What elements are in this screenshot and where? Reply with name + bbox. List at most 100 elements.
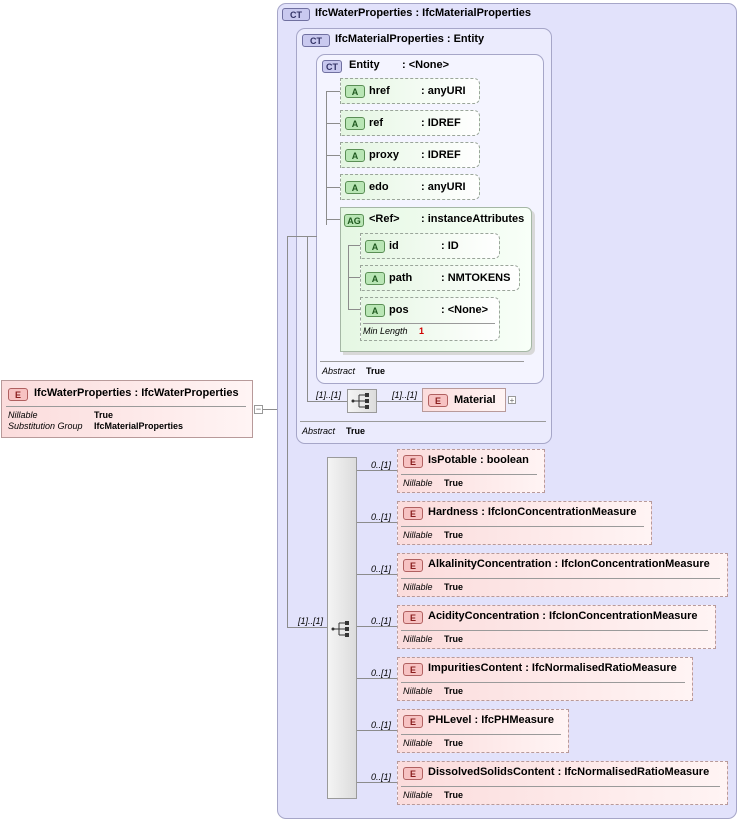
tree-line [287,236,307,237]
element-badge: E [403,663,423,676]
tree-line [326,123,340,124]
divider [320,361,524,362]
nillable-value: True [444,478,464,488]
nillable-label: Nillable [403,478,433,488]
attribute-badge: A [365,304,385,317]
attribute-badge: A [345,181,365,194]
element-badge: E [403,715,423,728]
element-badge: E [428,394,448,407]
element-hardness[interactable]: E Hardness : IfcIonConcentrationMeasure … [397,501,652,545]
element-badge: E [8,388,28,401]
nillable-label: Nillable [403,582,433,592]
element-acidityconcentration[interactable]: E AcidityConcentration : IfcIonConcentra… [397,605,716,649]
attribute-type: : anyURI [421,181,466,193]
complex-type-badge: CT [282,8,310,21]
root-prop-label: Nillable [8,410,38,420]
tree-line [307,401,347,402]
attribute-ref[interactable]: A ref : IDREF [340,110,480,136]
properties-sequence[interactable] [327,457,357,799]
divider [363,323,495,324]
tree-line [348,309,360,310]
tree-line [348,245,360,246]
facet-label: Min Length [363,326,408,336]
tree-line [326,155,340,156]
material-occurrence: [1]..[1] [392,390,418,400]
attribute-name: href [369,85,390,97]
element-badge: E [403,507,423,520]
element-badge: E [403,767,423,780]
root-prop-label: Substitution Group [8,421,83,431]
element-dissolvedsolidscontent[interactable]: E DissolvedSolidsContent : IfcNormalised… [397,761,728,805]
attribute-pos[interactable]: A pos : <None> Min Length 1 [360,297,500,341]
attribute-type: : IDREF [421,117,461,129]
element-type: : IfcIonConcentrationMeasure [481,506,637,518]
element-name: AcidityConcentration [428,610,540,622]
element-badge: E [403,611,423,624]
element-type: : boolean [479,454,529,466]
attribute-path[interactable]: A path : NMTOKENS [360,265,520,291]
root-prop-value: True [94,410,114,420]
root-element-name: IfcWaterProperties [34,387,132,399]
nillable-value: True [444,790,464,800]
sequence-occurrence: [1]..[1] [298,616,324,626]
tree-line [326,91,327,225]
divider [401,578,720,579]
connector-line [263,409,287,410]
nillable-label: Nillable [403,634,433,644]
attribute-type: : NMTOKENS [441,272,511,284]
divider [401,682,685,683]
attribute-group-type: : instanceAttributes [421,213,525,225]
attribute-href[interactable]: A href : anyURI [340,78,480,104]
facet-value: 1 [419,326,425,336]
complex-type-badge: CT [302,34,330,47]
element-occurrence: 0..[1] [371,512,392,522]
nillable-value: True [444,634,464,644]
element-impuritiescontent[interactable]: E ImpuritiesContent : IfcNormalisedRatio… [397,657,693,701]
attribute-type: : <None> [441,304,489,316]
nillable-value: True [444,530,464,540]
element-material[interactable]: E Material [422,388,506,412]
element-type: : IfcIonConcentrationMeasure [554,558,710,570]
tree-line [357,470,397,471]
attribute-name: pos [389,304,409,316]
attribute-group-name: <Ref> [369,213,400,225]
element-ispotable[interactable]: E IsPotable : boolean Nillable True [397,449,545,493]
element-phlevel[interactable]: E PHLevel : IfcPHMeasure Nillable True [397,709,569,753]
element-occurrence: 0..[1] [371,668,392,678]
attribute-badge: A [345,117,365,130]
entity-abstract-value: True [366,366,386,376]
attribute-name: id [389,240,399,252]
tree-line [357,522,397,523]
attribute-badge: A [365,272,385,285]
material-seq-occurrence: [1]..[1] [316,390,342,400]
collapse-toggle[interactable]: − [254,404,263,414]
attribute-name: proxy [369,149,399,161]
attribute-type: : ID [441,240,459,252]
expand-toggle[interactable]: + [508,396,516,405]
element-type: : IfcIonConcentrationMeasure [542,610,698,622]
tree-line [348,277,360,278]
material-sequence[interactable] [347,389,377,413]
divider [401,526,644,527]
tree-line [326,91,340,92]
element-alkalinityconcentration[interactable]: E AlkalinityConcentration : IfcIonConcen… [397,553,728,597]
divider [401,630,708,631]
attribute-id[interactable]: A id : ID [360,233,500,259]
root-element-ifcwaterproperties[interactable]: E IfcWaterProperties : IfcWaterPropertie… [1,380,253,438]
element-name: IsPotable [428,454,477,466]
element-occurrence: 0..[1] [371,616,392,626]
tree-line [287,627,327,628]
attribute-type: : IDREF [421,149,461,161]
attribute-name: edo [369,181,389,193]
nillable-label: Nillable [403,686,433,696]
tree-line [326,219,340,220]
sequence-icon [331,621,349,637]
element-occurrence: 0..[1] [371,564,392,574]
outer-complex-type-title: IfcWaterProperties : IfcMaterialProperti… [315,7,531,19]
mid-complex-type-title: IfcMaterialProperties : Entity [335,33,485,45]
attribute-proxy[interactable]: A proxy : IDREF [340,142,480,168]
attribute-group-badge: AG [344,214,364,227]
attribute-badge: A [345,149,365,162]
attribute-edo[interactable]: A edo : anyURI [340,174,480,200]
tree-line [307,236,308,401]
